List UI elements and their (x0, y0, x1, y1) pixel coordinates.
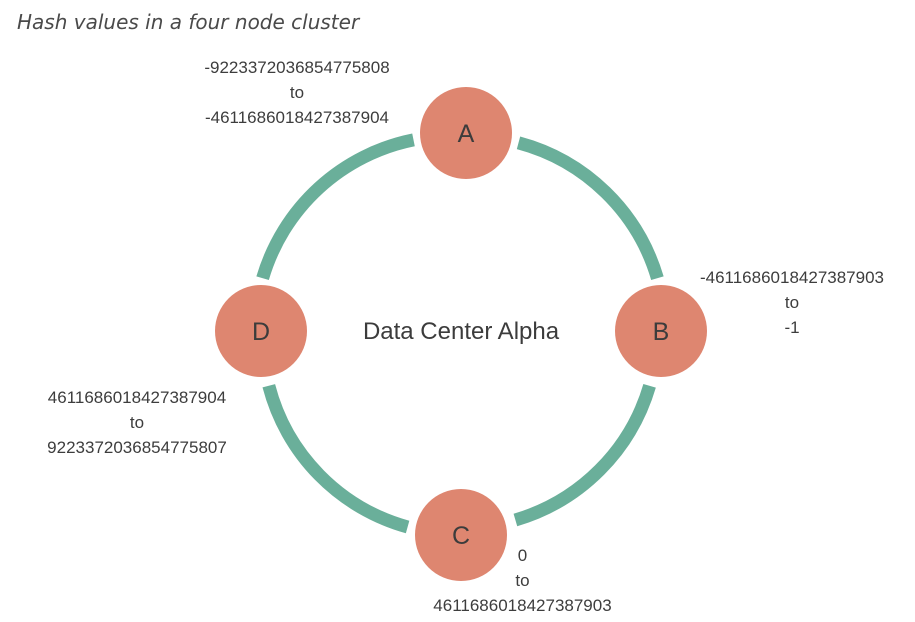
ring-arc-a-b (516, 136, 664, 281)
node-c-hash-range: 0 to 4611686018427387903 (400, 543, 645, 618)
range-start: 4611686018427387904 (47, 388, 227, 407)
range-end: -1 (784, 318, 800, 337)
node-d-hash-range: 4611686018427387904 to 92233720368547758… (17, 385, 257, 460)
range-end: 9223372036854775807 (47, 438, 227, 457)
node-d-circle (215, 285, 307, 377)
range-end: 4611686018427387903 (433, 596, 612, 615)
node-b: B (615, 285, 707, 377)
node-a-hash-range: -9223372036854775808 to -461168601842738… (177, 55, 417, 130)
range-start: -9223372036854775808 (204, 58, 390, 77)
diagram-caption: Hash values in a four node cluster (17, 10, 360, 34)
node-d-label: D (252, 318, 270, 346)
ring-arc-d-a (256, 133, 415, 281)
node-b-label: B (653, 318, 670, 346)
range-separator: to (289, 83, 305, 102)
node-a: A (420, 87, 512, 179)
node-b-hash-range: -4611686018427387903 to -1 (672, 265, 912, 340)
node-d: D (215, 285, 307, 377)
ring-arc-c-d (262, 384, 410, 534)
center-label: Data Center Alpha (363, 318, 560, 345)
node-c-circle (415, 489, 507, 581)
range-start: 0 (517, 546, 528, 565)
ring-arc-b-c (513, 383, 656, 527)
node-c: C (415, 489, 507, 581)
node-a-label: A (458, 120, 475, 148)
node-c-label: C (452, 522, 470, 550)
range-separator: to (515, 571, 530, 590)
range-separator: to (784, 293, 800, 312)
range-end: -4611686018427387904 (204, 108, 390, 127)
node-a-circle (420, 87, 512, 179)
node-b-circle (615, 285, 707, 377)
range-separator: to (129, 413, 145, 432)
range-start: -4611686018427387903 (699, 268, 885, 287)
